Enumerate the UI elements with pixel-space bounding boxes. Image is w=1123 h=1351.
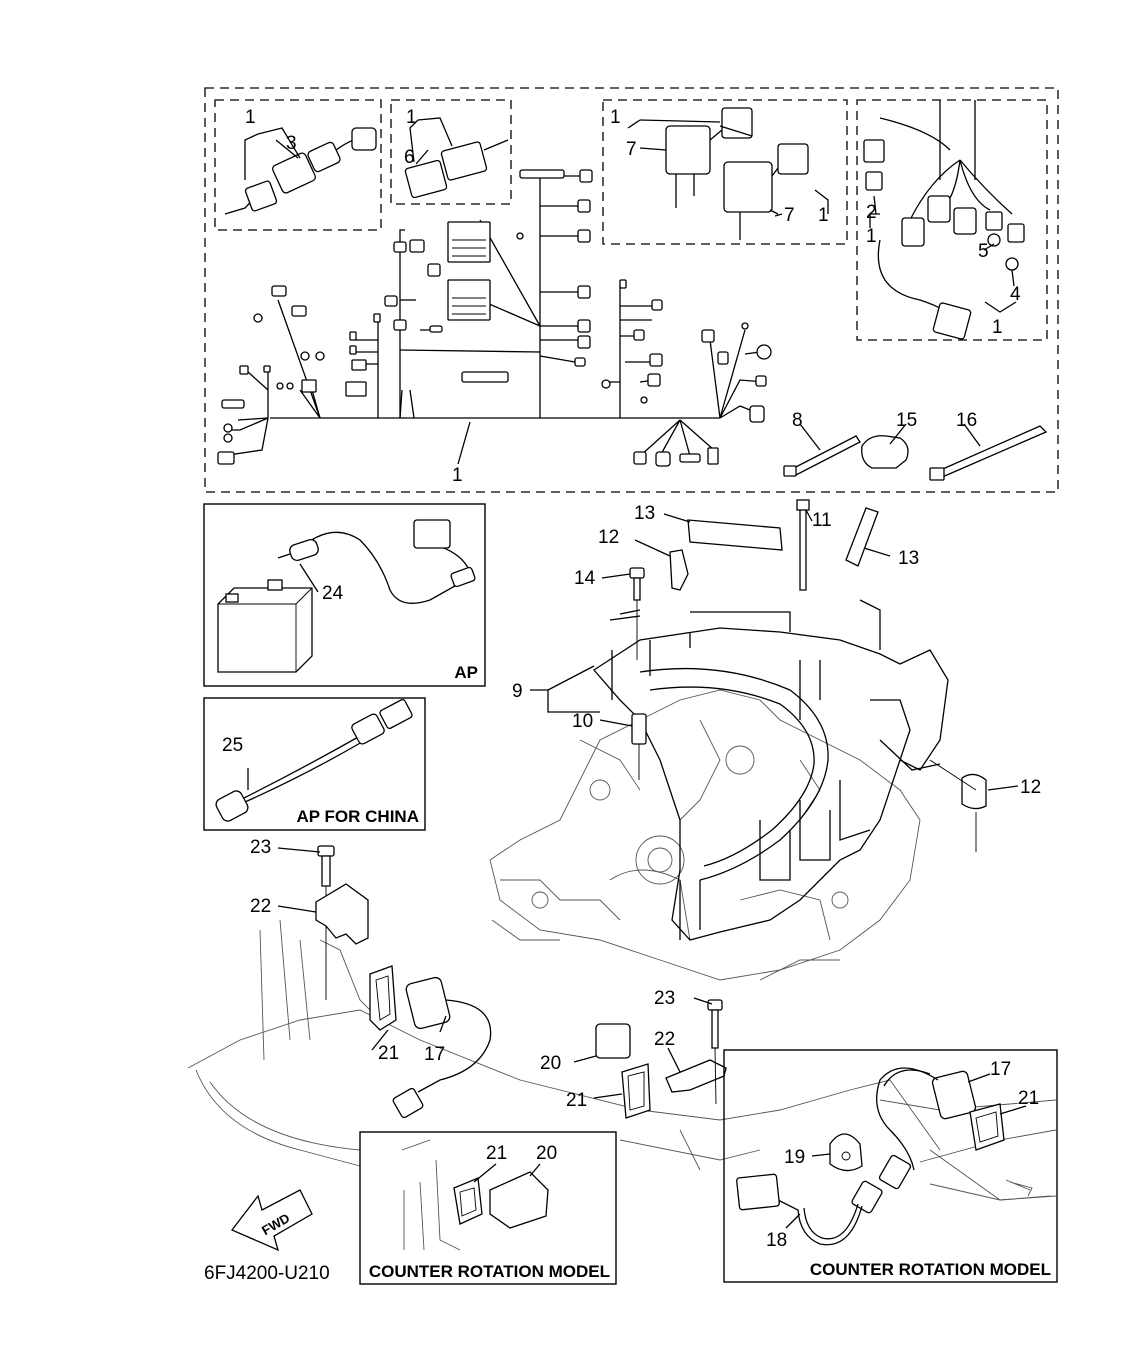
callout-1: 1 [406, 107, 417, 128]
callout-5: 5 [978, 241, 989, 262]
grommet-21b [621, 1063, 651, 1119]
callout-8: 8 [792, 410, 803, 431]
cowling-leaders [277, 847, 713, 1099]
callout-1: 1 [866, 226, 877, 247]
callout-17: 17 [990, 1059, 1011, 1080]
callout-12: 12 [1020, 777, 1041, 798]
callout-9: 9 [512, 681, 523, 702]
connector-3-detail [224, 127, 377, 215]
tie-11 [796, 499, 810, 591]
connector-6-detail [404, 117, 509, 199]
bolt-23b [707, 999, 723, 1105]
relay-7-detail [627, 107, 829, 240]
cover-leaders [530, 509, 1019, 791]
clip-12b [929, 759, 987, 852]
harness-connectors [217, 169, 772, 467]
cable-tie-8 [783, 435, 861, 477]
callout-23: 23 [654, 988, 675, 1009]
callout-7: 7 [626, 139, 637, 160]
callout-21: 21 [486, 1143, 507, 1164]
callout-15: 15 [896, 410, 917, 431]
callout-19: 19 [784, 1147, 805, 1168]
callout-21: 21 [1018, 1088, 1039, 1109]
duct-13b [845, 507, 879, 567]
callout-12: 12 [598, 527, 619, 548]
duct-13a [687, 519, 783, 551]
callout-18: 18 [766, 1230, 787, 1251]
callout-1: 1 [610, 107, 621, 128]
drawing-code: 6FJ4200-U210 [204, 1263, 330, 1284]
callout-13: 13 [898, 548, 919, 569]
counter-rotation-right-inset [723, 1049, 1058, 1283]
clamp-15 [861, 435, 909, 469]
ap-china-label: AP FOR CHINA [297, 807, 419, 826]
collar-10 [631, 713, 647, 780]
bottom-cowling [187, 919, 1057, 1201]
callout-14: 14 [574, 568, 596, 589]
cable-tie-16 [929, 425, 1048, 481]
callout-7: 7 [784, 205, 795, 226]
counter-rotation-left-inset [359, 1131, 617, 1285]
grommet-21a [369, 965, 397, 1031]
cable-17a [392, 976, 492, 1119]
callout-20: 20 [536, 1143, 557, 1164]
switch-20a [595, 1023, 631, 1059]
callout-17: 17 [424, 1044, 445, 1065]
counter-rotation-label: COUNTER ROTATION MODEL [810, 1260, 1051, 1279]
main-harness [221, 175, 766, 457]
callout-1: 1 [992, 317, 1003, 338]
fwd-arrow-icon [230, 1189, 313, 1252]
callout-4: 4 [1010, 284, 1021, 305]
callout-16: 16 [956, 410, 977, 431]
callout-22: 22 [654, 1029, 675, 1050]
clip-12a [669, 549, 689, 591]
callout-labels: 1 1 3 1 6 1 7 7 1 2 1 5 4 1 8 15 16 13 1… [222, 107, 1041, 1251]
callout-25: 25 [222, 735, 243, 756]
callout-21: 21 [566, 1090, 587, 1111]
flywheel-cover-9 [593, 599, 949, 941]
callout-11: 11 [812, 510, 832, 531]
harness-leaders [275, 125, 1015, 465]
callout-23: 23 [250, 837, 271, 858]
callout-20: 20 [540, 1053, 561, 1074]
ap-inset [203, 503, 486, 687]
bolt-14 [629, 567, 645, 660]
callout-1: 1 [818, 205, 829, 226]
callout-1: 1 [452, 465, 463, 486]
harness-connectors-detail [863, 100, 1025, 340]
callout-2: 2 [866, 202, 877, 223]
callout-3: 3 [286, 133, 297, 154]
ap-label: AP [454, 663, 478, 682]
callout-22: 22 [250, 896, 271, 917]
ap-china-inset [203, 697, 426, 831]
callout-13: 13 [634, 503, 655, 524]
callout-1: 1 [245, 107, 256, 128]
wiring-harness-group [204, 87, 1059, 493]
bracket-22a [315, 883, 369, 945]
callout-10: 10 [572, 711, 593, 732]
callout-24: 24 [322, 583, 344, 604]
callout-6: 6 [404, 147, 415, 168]
captions: AP AP FOR CHINA COUNTER ROTATION MODEL C… [204, 663, 1051, 1284]
counter-rotation-label: COUNTER ROTATION MODEL [369, 1262, 610, 1281]
bracket-22b [665, 1059, 727, 1093]
callout-21: 21 [378, 1043, 399, 1064]
